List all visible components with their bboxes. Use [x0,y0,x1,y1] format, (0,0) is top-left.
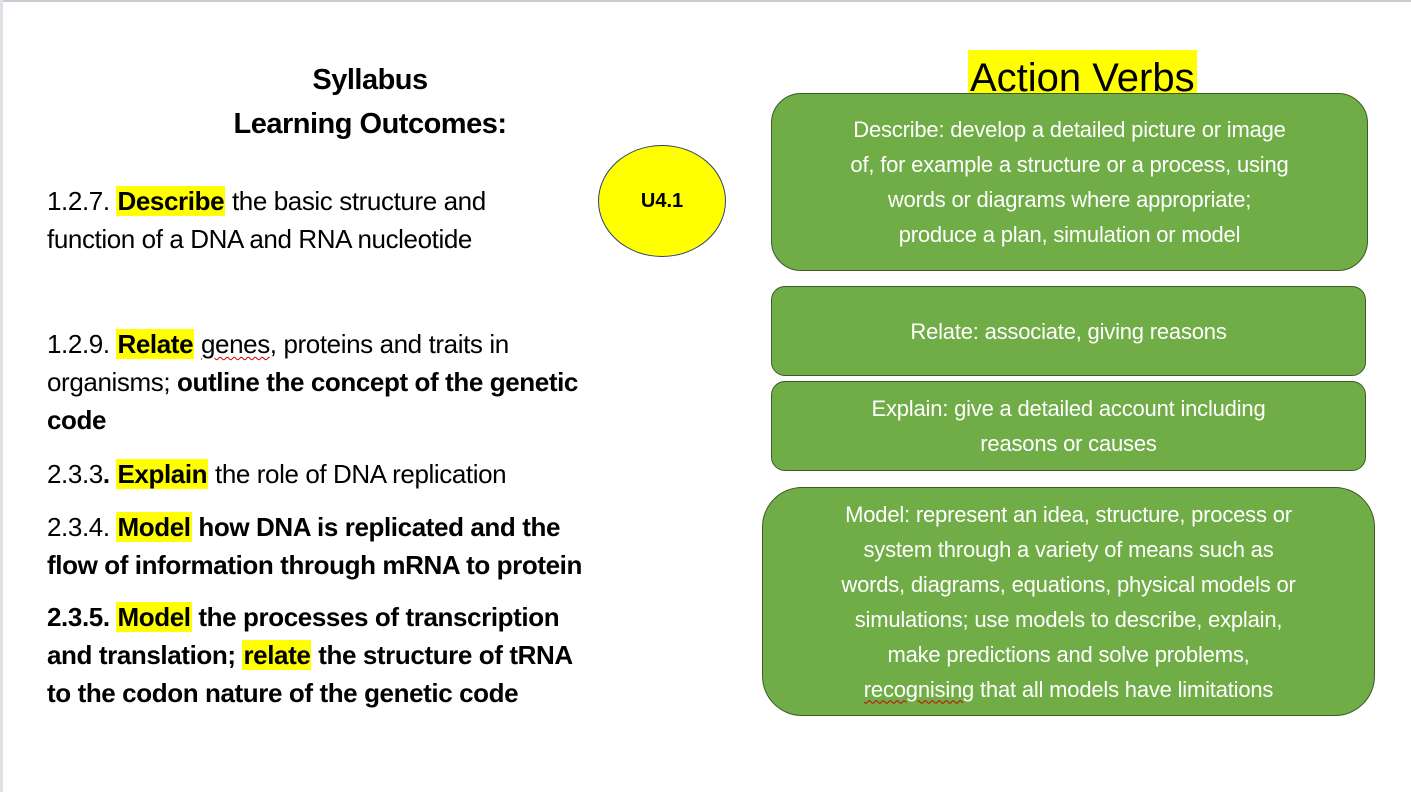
outcome-text: 1.2.9. [47,329,117,359]
outcome-line: flow of information through mRNA to prot… [47,546,582,584]
outcome-text: the role of DNA replication [208,459,507,489]
definition-text: Relate: associate, giving reasons [910,314,1226,349]
definition-text: Describe: develop a detailed picture or … [850,112,1288,252]
outcome-2-3-3: 2.3.3. Explain the role of DNA replicati… [47,455,507,493]
outcome-text: 2.3.5. [47,602,117,632]
title-line-1: Syllabus [312,64,428,96]
outcome-line: 2.3.5. Model the processes of transcript… [47,598,573,636]
definition-line: produce a plan, simulation or model [898,222,1241,247]
outcome-line: organisms; outline the concept of the ge… [47,363,578,401]
outcome-line: 1.2.7. Describe the basic structure and [47,182,486,220]
definition-text: Model: represent an idea, structure, pro… [841,497,1295,707]
outcome-text: function of a DNA and RNA nucleotide [47,224,472,254]
misspelled-word: recognising [863,676,975,702]
outcome-text: and translation; [47,640,243,670]
definition-line: words, diagrams, equations, physical mod… [841,571,1296,597]
highlighted-verb: Describe [116,186,226,216]
outcome-text: organisms; [47,367,177,397]
unit-badge: U4.1 [598,145,726,257]
definition-line: make predictions and solve problems, [887,641,1250,667]
definition-line: words or diagrams where appropriate; [887,187,1252,212]
outcome-text: code [47,405,107,435]
outcome-text [194,329,201,359]
outcome-line: function of a DNA and RNA nucleotide [47,220,486,258]
unit-badge-label: U4.1 [640,189,684,212]
outcome-line: 2.3.4. Model how DNA is replicated and t… [47,508,582,546]
outcome-text: the structure of tRNA [311,640,573,670]
definition-line: Explain: give a detailed account includi… [871,396,1266,421]
outcome-text: the basic structure and [225,186,486,216]
outcome-line: to the codon nature of the genetic code [47,674,573,712]
definition-line: of, for example a structure or a process… [850,152,1289,177]
outcome-line: code [47,401,578,439]
definition-line: recognising that all models have limitat… [863,676,1274,702]
outcome-1-2-7: 1.2.7. Describe the basic structure and f… [47,182,486,258]
definition-line: simulations; use models to describe, exp… [854,606,1283,632]
slide-title: Syllabus Learning Outcomes: [150,58,590,146]
explain-definition-box: Explain: give a detailed account includi… [771,381,1366,471]
model-definition-box: Model: represent an idea, structure, pro… [762,487,1375,716]
describe-definition-box: Describe: develop a detailed picture or … [771,93,1368,271]
outcome-line: 1.2.9. Relate genes, proteins and traits… [47,325,578,363]
highlighted-verb: Explain [116,459,209,489]
outcome-1-2-9: 1.2.9. Relate genes, proteins and traits… [47,325,578,439]
outcome-text: to the codon nature of the genetic code [47,678,519,708]
window-border-top [0,0,1411,2]
outcome-text: 1.2.7. [47,186,117,216]
definition-line: Describe: develop a detailed picture or … [853,117,1286,142]
definition-text: Explain: give a detailed account includi… [872,391,1266,461]
outcome-2-3-4: 2.3.4. Model how DNA is replicated and t… [47,508,582,584]
window-border-left [0,0,3,792]
definition-line: system through a variety of means such a… [863,536,1274,562]
definition-line: reasons or causes [980,431,1157,456]
outcome-text: , proteins and traits in [269,329,509,359]
highlighted-verb: Relate [116,329,195,359]
outcome-text: genes [200,329,270,359]
outcome-text: 2.3.4. [47,512,117,542]
highlighted-verb: Model [116,512,192,542]
outcome-line: 2.3.3. Explain the role of DNA replicati… [47,455,507,493]
highlighted-verb: Model [116,602,192,632]
relate-definition-box: Relate: associate, giving reasons [771,286,1366,376]
outcome-text: . [102,459,110,489]
outcome-text: how DNA is replicated and the [191,512,561,542]
title-line-2: Learning Outcomes: [233,108,508,140]
definition-line: Relate: associate, giving reasons [910,318,1227,344]
outcome-line: and translation; relate the structure of… [47,636,573,674]
outcome-text: flow of information through mRNA to prot… [47,550,582,580]
outcome-text: the processes of transcription [191,602,560,632]
outcome-text: 2.3.3 [47,459,103,489]
outcome-2-3-5: 2.3.5. Model the processes of transcript… [47,598,573,712]
highlighted-verb: relate [242,640,312,670]
definition-line: Model: represent an idea, structure, pro… [845,501,1292,527]
outcome-text: outline the concept of the genetic [176,367,578,397]
